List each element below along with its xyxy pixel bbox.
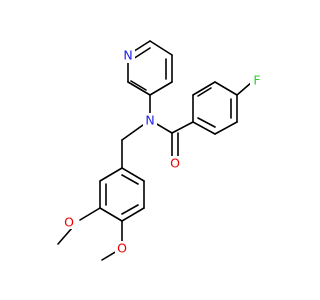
atom-f: F: [250, 73, 264, 88]
molecule-structure: N N O F O O: [57, 40, 264, 261]
f-label: F: [253, 73, 260, 88]
atom-o-methoxy-lower: O: [115, 241, 129, 256]
pyridine-ring: [127, 40, 173, 96]
o-carbonyl-label: O: [170, 156, 180, 171]
atom-n-pyridine: N: [121, 48, 135, 63]
n-amide-label: N: [145, 113, 154, 128]
fluorophenyl-ring: [192, 81, 253, 135]
o-methoxy-lower-label: O: [117, 241, 127, 256]
dimethoxyphenyl-ring: [99, 139, 145, 222]
atom-o-methoxy-upper: O: [62, 215, 76, 230]
atom-n-amide: N: [143, 113, 157, 128]
n-pyridine-label: N: [123, 48, 132, 63]
o-methoxy-upper-label: O: [64, 215, 74, 230]
atom-o-carbonyl: O: [168, 156, 182, 171]
amide-linkage: [121, 94, 194, 161]
